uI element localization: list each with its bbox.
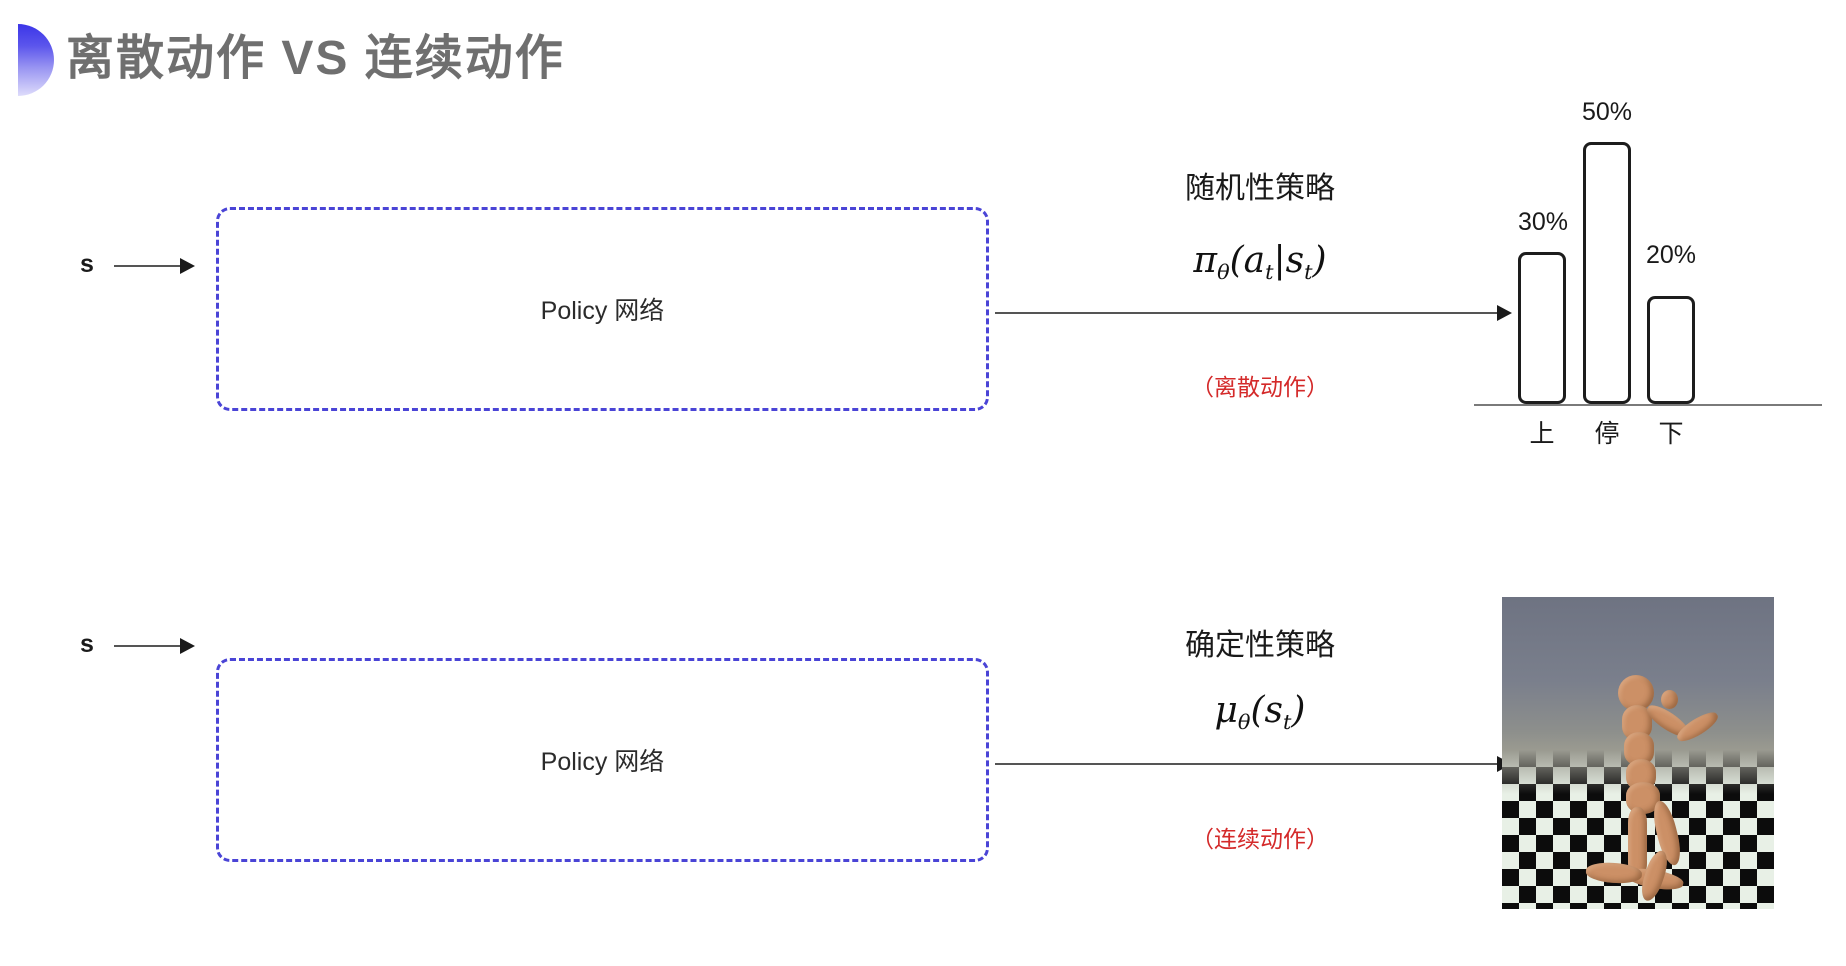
bar-value-1: 50% xyxy=(1581,98,1633,126)
bar-category-1: 停 xyxy=(1594,420,1620,448)
input-state-label-discrete: s xyxy=(80,250,94,278)
policy-network-label-continuous: Policy 网络 xyxy=(540,748,665,776)
formula-open-paren: (a xyxy=(1229,240,1266,281)
input-arrow-line-continuous xyxy=(114,645,186,647)
bar-category-2: 下 xyxy=(1658,420,1684,448)
discrete-action-note: （离散动作） xyxy=(1191,374,1329,400)
output-arrow-head-discrete xyxy=(1497,305,1512,321)
chart-baseline-axis xyxy=(1474,404,1822,406)
formula-t-subscript-2: t xyxy=(1304,259,1313,284)
formula-t-subscript-1: t xyxy=(1265,259,1274,284)
title-decoration-icon xyxy=(18,24,54,96)
formula-pi-symbol: π xyxy=(1193,240,1218,281)
policy-network-label-discrete: Policy 网络 xyxy=(540,297,665,325)
humanoid-hand xyxy=(1661,690,1678,709)
action-probability-bar-chart: 30% 上 50% 停 20% 下 xyxy=(1466,96,1826,456)
input-arrow-head-discrete xyxy=(180,258,195,274)
page-title: 离散动作 VS 连续动作 xyxy=(66,32,565,85)
input-state-label-continuous: s xyxy=(80,630,94,658)
continuous-action-note: （连续动作） xyxy=(1191,826,1329,852)
bar-0 xyxy=(1518,252,1566,404)
bar-value-0: 30% xyxy=(1517,208,1569,236)
input-arrow-line-discrete xyxy=(114,265,186,267)
policy-network-box-discrete[interactable]: Policy 网络 xyxy=(216,207,989,411)
bar-1 xyxy=(1583,142,1631,404)
formula-theta-subscript: θ xyxy=(1217,259,1230,284)
formula-conditional-bar: |s xyxy=(1273,240,1305,281)
bar-2 xyxy=(1647,296,1695,404)
policy-type-label-discrete: 随机性策略 xyxy=(1185,172,1335,205)
policy-formula-discrete: πθ(at|st) xyxy=(1110,240,1410,284)
humanoid-left-thigh xyxy=(1628,807,1647,879)
bottom-strip xyxy=(0,948,1846,966)
formula-theta-subscript-continuous: θ xyxy=(1237,709,1251,734)
formula-close-paren: ) xyxy=(1312,240,1327,281)
input-arrow-head-continuous xyxy=(180,638,195,654)
formula-close-paren-continuous: ) xyxy=(1291,690,1306,731)
output-arrow-line-continuous xyxy=(995,763,1504,765)
policy-formula-continuous: μθ(st) xyxy=(1110,690,1410,734)
humanoid-simulation-image xyxy=(1502,597,1774,909)
policy-type-label-continuous: 确定性策略 xyxy=(1185,629,1335,662)
policy-network-box-continuous[interactable]: Policy 网络 xyxy=(216,658,989,862)
bar-category-0: 上 xyxy=(1529,420,1555,448)
formula-open-paren-continuous: (s xyxy=(1250,690,1284,731)
formula-mu-symbol: μ xyxy=(1214,690,1238,731)
formula-t-subscript-continuous: t xyxy=(1283,709,1292,734)
output-arrow-line-discrete xyxy=(995,312,1504,314)
bar-value-2: 20% xyxy=(1645,241,1697,269)
